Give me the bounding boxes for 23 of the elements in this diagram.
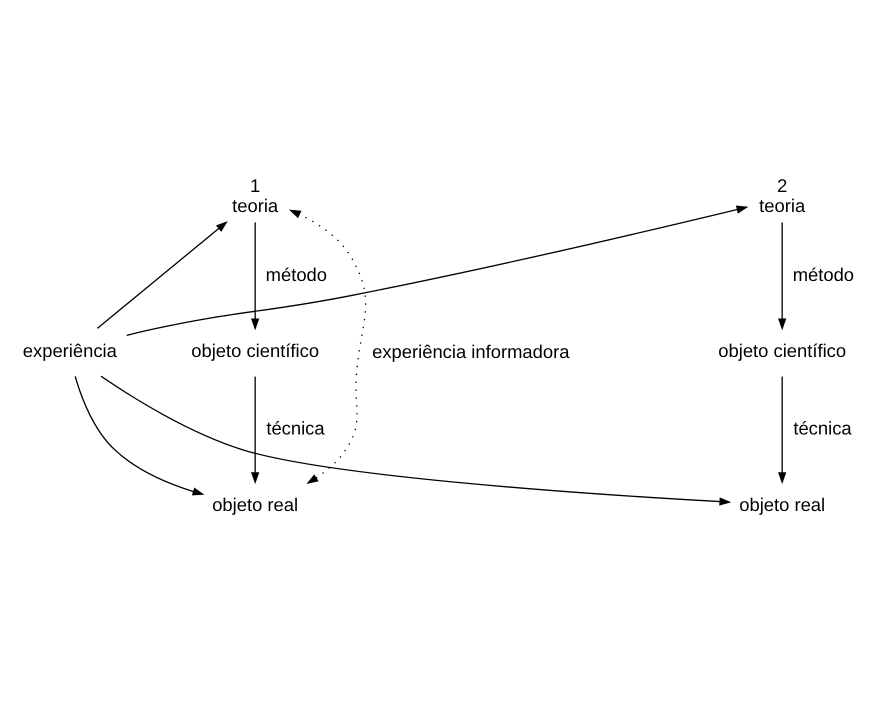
arrow [96, 220, 228, 328]
arrow [778, 222, 786, 330]
edge-label: método [266, 263, 328, 284]
arrow [289, 209, 366, 484]
edge-label: experiência informadora [372, 340, 570, 362]
arrow [251, 376, 260, 484]
arrow [778, 376, 786, 484]
node-text: objeto científico [718, 340, 846, 361]
node-text: experiência [22, 340, 117, 361]
node-text: teoria [232, 194, 278, 216]
arrow [74, 376, 204, 495]
edge-label: método [792, 263, 854, 284]
node-text: objeto real [212, 493, 298, 514]
edge-label: técnica [266, 417, 325, 438]
node-text: objeto real [739, 493, 826, 514]
node-text: objeto científico [191, 340, 320, 361]
node-label: 2 [777, 174, 788, 196]
arrow [100, 375, 732, 506]
node-label: 1 [250, 174, 260, 196]
arrow [251, 222, 260, 330]
arrow [126, 205, 748, 336]
edge-label: técnica [793, 417, 852, 438]
node-text: teoria [759, 194, 806, 216]
